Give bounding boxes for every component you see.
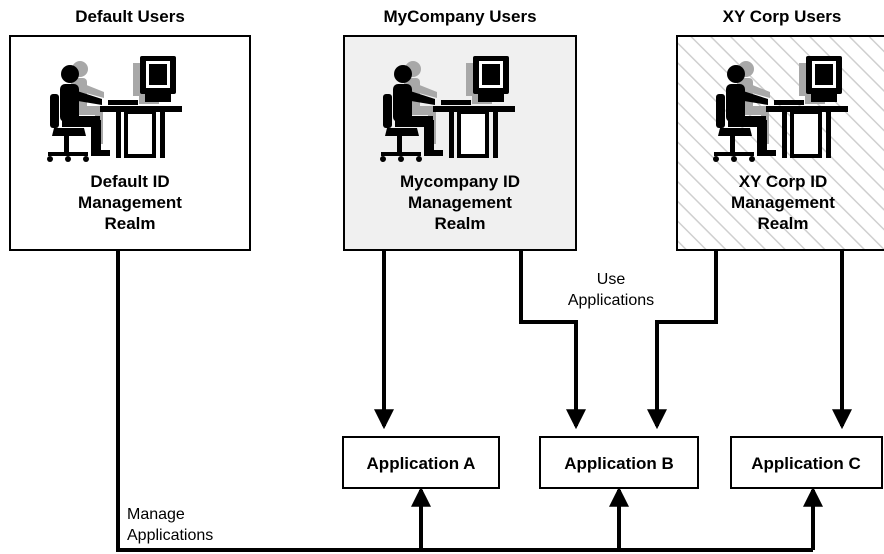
default-realm-label-line-1: Default ID — [90, 172, 169, 191]
manage-connectors — [116, 250, 823, 552]
default-users-title: Default Users — [75, 7, 185, 26]
use-applications-label-line-1: Use — [597, 271, 626, 288]
manage-line — [116, 250, 813, 552]
xycorp-realm-box — [676, 35, 884, 251]
mycompany-to-app-b-arrow — [519, 250, 586, 430]
application-c-label: Application C — [751, 454, 861, 473]
mycompany-realm-label-line-3: Realm — [434, 214, 485, 233]
mycompany-realm-label-line-1: Mycompany ID — [400, 172, 520, 191]
application-b-box — [539, 436, 699, 489]
application-a-box — [342, 436, 500, 489]
default-realm-label-line-3: Realm — [104, 214, 155, 233]
use-applications-label-line-2: Applications — [568, 292, 654, 309]
application-b-label: Application B — [564, 454, 674, 473]
application-c-box — [730, 436, 883, 489]
mycompany-users-title: MyCompany Users — [383, 7, 537, 26]
manage-applications-label-line-2: Applications — [127, 527, 213, 544]
xycorp-realm-label-line-1: XY Corp ID — [739, 172, 827, 191]
use-connectors — [374, 250, 852, 430]
manage-applications-label-line-1: Manage — [127, 506, 185, 523]
default-realm-label-line-2: Management — [78, 193, 182, 212]
mycompany-realm-label-line-2: Management — [408, 193, 512, 212]
application-a-label: Application A — [367, 454, 476, 473]
xycorp-to-app-b-arrow — [647, 250, 718, 430]
xycorp-users-title: XY Corp Users — [722, 7, 842, 26]
xycorp-realm-label-line-2: Management — [731, 193, 835, 212]
xycorp-realm-label-line-3: Realm — [757, 214, 808, 233]
